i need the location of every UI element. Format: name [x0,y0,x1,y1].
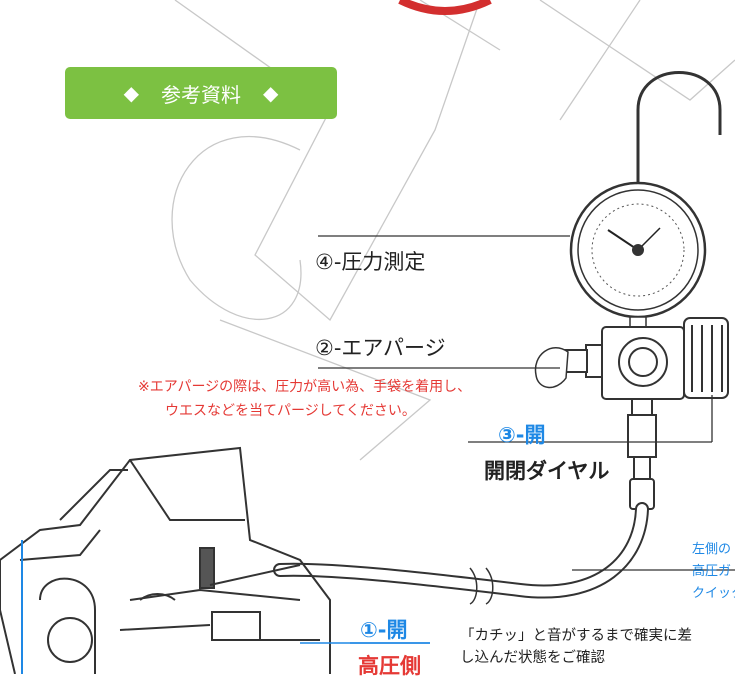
diamond-icon: ◆ [123,81,139,105]
open-close-dial-label: 開閉ダイヤル [484,459,610,483]
manifold-body-icon [564,317,729,400]
air-purge-label: ②-エアパージ [315,336,446,360]
left-note-line3: クイック [692,586,735,601]
confirm-note-line2: し込んだ状態をご確認 [460,650,605,666]
reference-badge: ◆ 参考資料 ◆ [65,67,337,119]
pressure-measure-label: ④-圧力測定 [315,250,426,274]
badge-title: 参考資料 [161,82,241,107]
diamond-icon: ◆ [263,81,279,105]
hook-icon [636,71,722,214]
logo-fragment [398,0,492,15]
coupler-icon [627,398,657,510]
confirm-note-line1: 「カチッ」と音がするまで確実に差 [460,628,692,644]
step1-label: ①-開 [360,618,408,642]
pressure-gauge-icon [569,181,707,330]
caution-note-line1: ※エアパージの際は、圧力が高い為、手袋を着用し、 [138,379,472,395]
caution-note-line2: ウエスなどを当てパージしてください。 [165,403,416,419]
step3-label: ③-開 [498,423,546,447]
leader-lines [318,235,735,571]
high-pressure-side-label: 高圧側 [358,654,421,678]
left-note-line2: 高圧ガ [692,564,732,579]
car-icon [0,446,331,674]
left-note-line1: 左側の [692,542,732,557]
